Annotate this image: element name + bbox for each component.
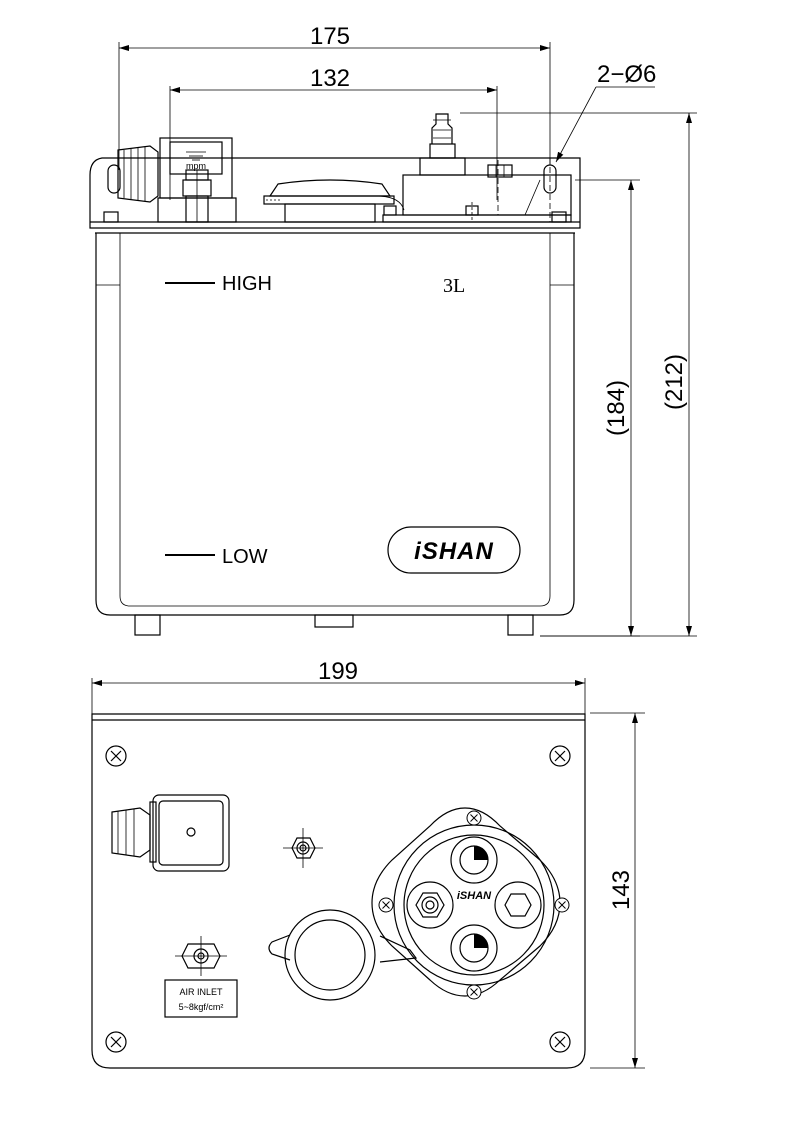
dimension-132: 132 [169,65,498,200]
level-low-label: LOW [222,546,268,568]
dimension-199: 199 [91,658,586,714]
connector-top [111,794,230,872]
dimension-143: 143 [590,712,645,1069]
dim-199-label: 199 [318,658,358,685]
air-inlet: AIR INLET 5~8kgf/cm² [164,936,238,1018]
filler-cap [263,179,405,223]
solenoid-connector: mpm [117,137,237,223]
front-view: 175 132 2−Ø6 (184) (212) [89,23,697,637]
capacity-label: 3L [443,275,465,297]
top-view: 199 143 [91,658,645,1069]
brand-logo-text: iSHAN [414,538,494,565]
oil-fitting [283,828,323,868]
dim-212-label: (212) [661,354,688,410]
dimension-184: (184) [540,179,640,637]
dim-143-label: 143 [608,870,635,910]
pump-block [382,113,572,223]
level-high-label: HIGH [222,273,272,295]
dim-184-label: (184) [603,380,630,436]
reservoir-body [95,233,575,636]
hole-callout-label: 2−Ø6 [597,61,656,88]
air-pressure-label: 5~8kgf/cm² [179,1002,224,1012]
level-low: LOW [165,546,268,568]
pump-head-brand: iSHAN [457,890,492,902]
air-inlet-label: AIR INLET [179,987,223,997]
brand-badge: iSHAN [387,526,521,574]
dim-175-label: 175 [310,23,350,50]
pump-head: iSHAN [371,807,570,1000]
top-plate-outline [91,713,586,1069]
corner-screws [105,745,571,1053]
level-high: HIGH [165,273,272,295]
dim-132-label: 132 [310,65,350,92]
hole-callout: 2−Ø6 [555,61,656,163]
dimension-175: 175 [118,23,551,170]
dimension-212: (212) [460,112,697,637]
filler-cap-top [268,909,418,1001]
connector-mark: mpm [186,161,206,171]
